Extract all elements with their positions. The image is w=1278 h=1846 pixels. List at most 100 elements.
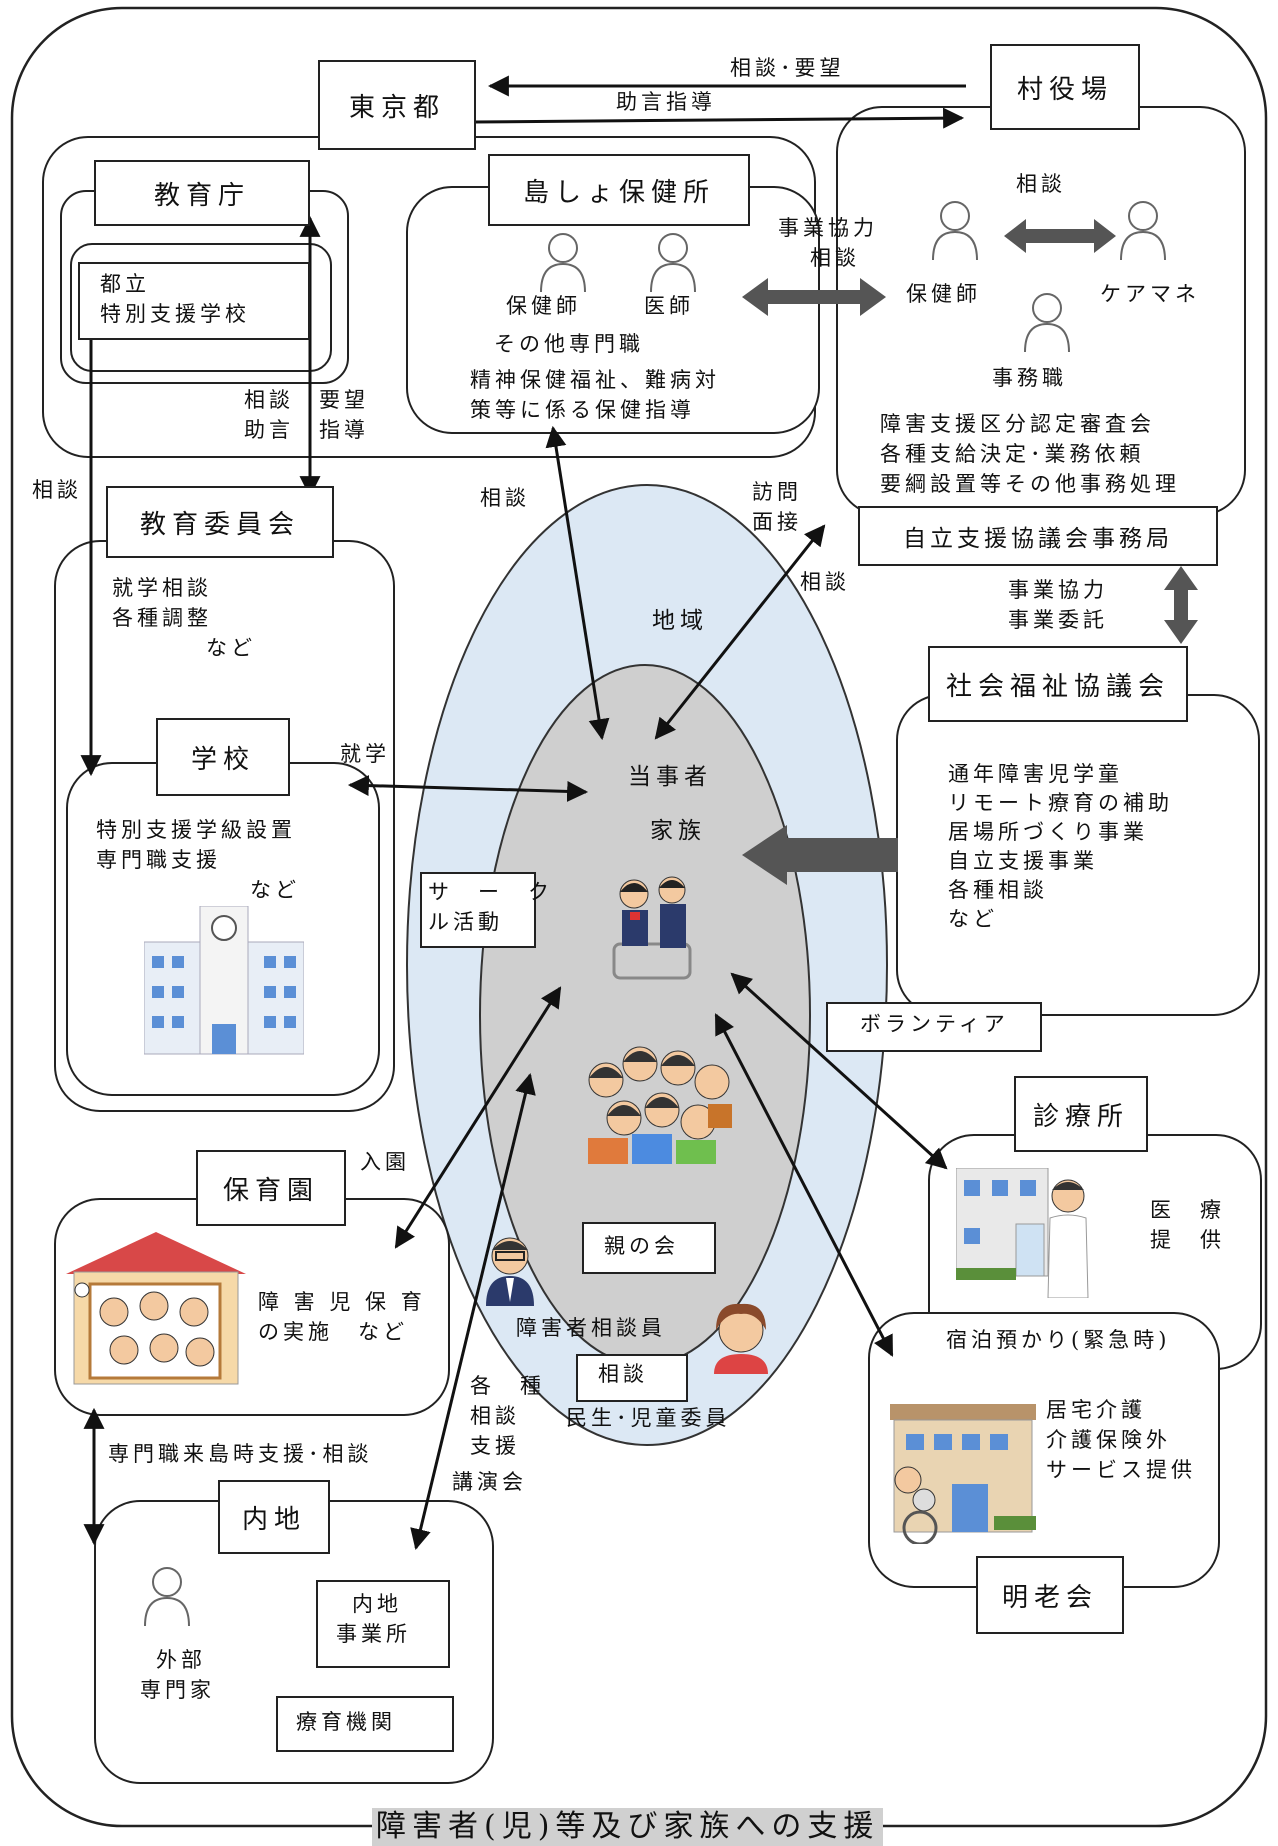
- thick-arrow-health-village: [742, 278, 886, 316]
- school-enroll-text: 就学: [340, 742, 390, 766]
- edu-office-label: 教育庁: [94, 160, 310, 226]
- edu-advice-text: 助言 指導: [244, 418, 369, 442]
- village-duty-2: 各種支給決定･業務依頼: [880, 442, 1145, 466]
- welfare-member-label: 民生･児童委員: [566, 1406, 731, 1430]
- tokyo-advice-text: 助言指導: [616, 90, 716, 114]
- health-link-2: 相談: [810, 246, 860, 270]
- board-label: 教育委員会: [106, 486, 334, 558]
- special-school-line2: 特別支援学校: [100, 302, 250, 326]
- nursery-children-illustration: [66, 1232, 246, 1385]
- welfare-link-2: 事業委託: [1008, 608, 1108, 632]
- clinic-stay-text: 宿泊預かり(緊急時): [946, 1328, 1171, 1352]
- left-consult-text: 相談: [32, 478, 82, 502]
- school-item-1: 特別支援学級設置: [96, 818, 296, 842]
- health-center-label: 島しょ保健所: [488, 154, 750, 226]
- mainland-service-2: 相談: [470, 1404, 520, 1428]
- nursery-enter-text: 入園: [360, 1150, 410, 1174]
- mainland-label: 内地: [218, 1480, 330, 1554]
- office-line-2: 事業所: [336, 1622, 411, 1646]
- thick-arrow-welfare-person: [742, 825, 898, 885]
- crowd-illustration: [588, 1046, 732, 1164]
- volunteer-box: [826, 1002, 1042, 1052]
- arrow-village-person: [654, 524, 826, 740]
- welfare-member-illustration: [714, 1303, 768, 1374]
- arrow-person-mainland: [410, 1072, 536, 1551]
- health-staff-nurse: 保健師: [506, 294, 581, 318]
- external-expert-icon: [142, 1566, 192, 1628]
- care-manager-icon: [1118, 200, 1168, 262]
- tokyo-consult-text: 相談･要望: [730, 56, 845, 80]
- nursery-item-1: 障 害 児 保 育: [258, 1290, 426, 1314]
- board-item-3: など: [206, 636, 256, 660]
- arrow-school-person: [347, 775, 589, 802]
- welfare-item-6: など: [948, 907, 998, 931]
- village-person-consult: 相談: [800, 570, 850, 594]
- mainland-service-4: 講演会: [452, 1470, 527, 1494]
- welfare-council-label: 社会福祉協議会: [928, 646, 1188, 722]
- welfare-item-1: 通年障害児学童: [948, 762, 1123, 786]
- health-link-1: 事業協力: [778, 216, 878, 240]
- village-duty-3: 要綱設置等その他事務処理: [880, 472, 1180, 496]
- office-staff-icon: [1022, 292, 1072, 354]
- school-item-3: など: [250, 878, 300, 902]
- family-label: 家族: [650, 818, 706, 844]
- arrow-person-meirokai: [714, 1013, 894, 1357]
- therapy-box: [276, 1696, 454, 1752]
- village-staff-caremanager: ケアマネ: [1100, 282, 1200, 306]
- person-label: 当事者: [628, 764, 712, 790]
- mainland-service-1: 各 種: [470, 1374, 545, 1398]
- thick-arrow-office-welfare: [1164, 566, 1198, 644]
- mainland-office-box: [316, 1580, 450, 1668]
- village-label: 村役場: [990, 44, 1140, 130]
- school-building-icon: [144, 906, 304, 1055]
- office-line-1: 内地: [352, 1592, 402, 1616]
- welfare-item-5: 各種相談: [948, 878, 1048, 902]
- tokyo-label: 東京都: [318, 60, 476, 150]
- meirokai-label: 明老会: [976, 1556, 1124, 1634]
- welfare-item-3: 居場所づくり事業: [948, 820, 1148, 844]
- circle-line-1: サ ー ク: [428, 880, 553, 904]
- meirokai-item-2: 介護保険外: [1046, 1428, 1171, 1452]
- health-guidance-2: 策等に係る保健指導: [470, 398, 695, 422]
- health-staff-doctor: 医師: [644, 294, 694, 318]
- visit-text-2: 面接: [752, 510, 802, 534]
- special-school-line1: 都立: [100, 272, 150, 296]
- public-health-nurse-icon: [930, 200, 980, 262]
- expert-line-1: 外部: [156, 1648, 206, 1672]
- special-school-box: [78, 262, 310, 340]
- students-illustration: [612, 876, 692, 980]
- meirokai-item-3: サービス提供: [1046, 1458, 1196, 1482]
- counselor-man-illustration: [486, 1237, 534, 1306]
- parents-assoc-label: 親の会: [604, 1234, 679, 1258]
- therapy-label: 療育機関: [296, 1710, 396, 1734]
- school-item-2: 専門職支援: [96, 848, 221, 872]
- board-item-1: 就学相談: [112, 576, 212, 600]
- parents-assoc-box: [582, 1222, 716, 1274]
- nursery-label: 保育園: [196, 1150, 346, 1226]
- welfare-item-4: 自立支援事業: [948, 849, 1098, 873]
- village-consult-text: 相談: [1016, 172, 1066, 196]
- health-guidance-1: 精神保健福祉、難病対: [470, 368, 720, 392]
- counselor-label: 障害者相談員: [516, 1316, 666, 1340]
- arrow-tokyo-to-village: [473, 107, 965, 129]
- village-staff-office: 事務職: [992, 366, 1067, 390]
- thick-arrow-staff: [1004, 219, 1116, 253]
- health-center-region: [406, 186, 820, 434]
- circle-activity-box: [420, 872, 536, 948]
- care-facility-illustration: [890, 1404, 1036, 1544]
- consult-box-label: 相談: [598, 1362, 648, 1386]
- arrow-health-person: [545, 425, 610, 741]
- village-duty-1: 障害支援区分認定審査会: [880, 412, 1155, 436]
- circle-line-2: ル活動: [428, 910, 503, 934]
- doctor-icon: [648, 232, 698, 294]
- welfare-link-1: 事業協力: [1008, 578, 1108, 602]
- council-office-label: 自立支援協議会事務局: [858, 506, 1218, 566]
- mainland-service-3: 支援: [470, 1434, 520, 1458]
- community-label: 地域: [652, 608, 708, 634]
- diagram-title: 障害者(児)等及び家族への支援: [372, 1808, 884, 1846]
- school-label: 学校: [156, 718, 290, 796]
- clinic-label: 診療所: [1014, 1076, 1148, 1152]
- clinic-item-1: 医 療: [1150, 1198, 1225, 1222]
- clinic-building-illustration: [956, 1168, 1089, 1298]
